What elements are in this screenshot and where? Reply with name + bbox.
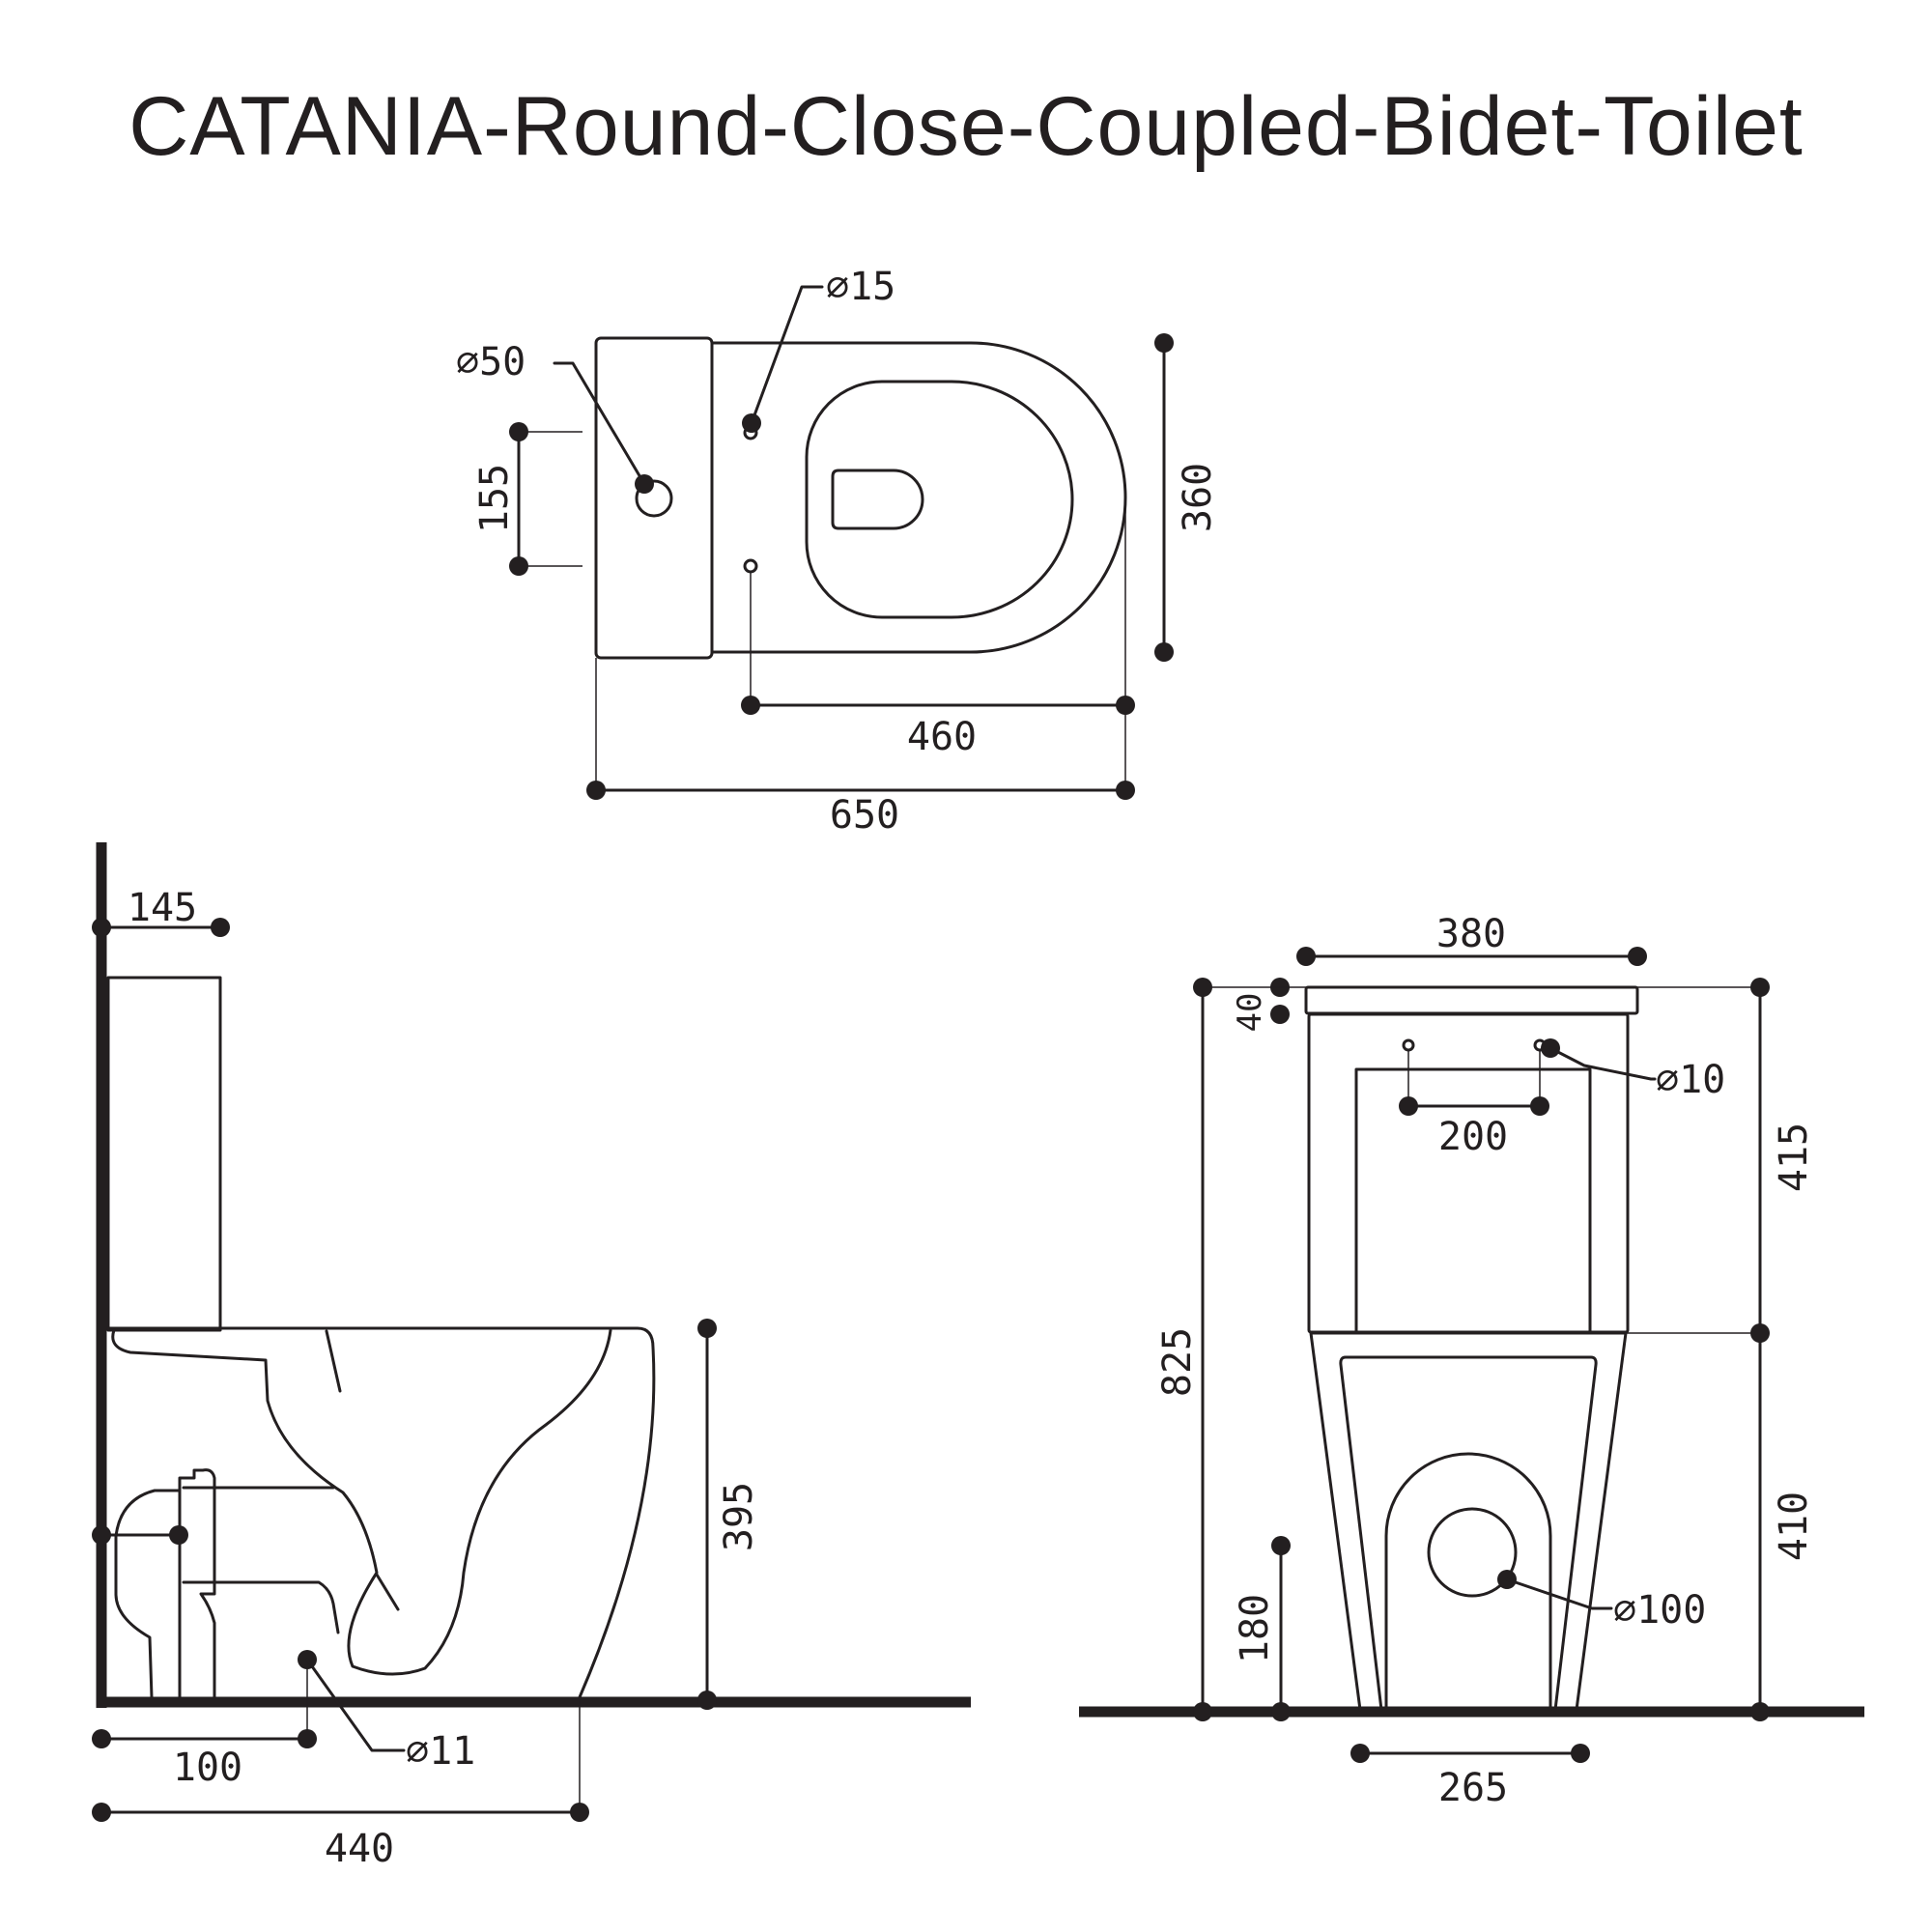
pan-front-inner — [1339, 1355, 1598, 1712]
waste-arch — [1384, 1452, 1552, 1712]
dim-label-265: 265 — [1438, 1766, 1508, 1810]
dia-label-50: ∅50 — [456, 340, 526, 384]
lid-button-hole-left — [1402, 1038, 1415, 1052]
seat-opening — [805, 380, 1074, 619]
dim-label-180: 180 — [1233, 1594, 1277, 1663]
waste-outlet — [1427, 1507, 1518, 1598]
dim-label-360: 360 — [1176, 463, 1220, 532]
dia-label-11: ∅11 — [406, 1729, 475, 1774]
dim-label-380: 380 — [1436, 912, 1506, 956]
cistern-outline-top — [594, 336, 714, 660]
pan-inner-trap-side — [111, 1328, 612, 1676]
dim-label-410: 410 — [1772, 1492, 1816, 1561]
dim-label-155: 155 — [472, 464, 517, 533]
dia-label-10: ∅10 — [1656, 1058, 1725, 1102]
seat-fixing-hole-bottom — [743, 558, 758, 574]
dim-label-825: 825 — [1155, 1327, 1200, 1397]
dia-label-100: ∅100 — [1613, 1588, 1706, 1633]
cistern-side — [106, 976, 222, 1332]
pan-outline-top — [710, 341, 1127, 654]
bidet-spout-recess — [831, 469, 924, 530]
dim-label-145: 145 — [128, 886, 197, 930]
bidet-supply-pipe — [178, 1468, 216, 1699]
front-view: 380 40 200 ∅10 415 410 825 — [1079, 912, 1864, 1810]
dia-label-15: ∅15 — [826, 265, 895, 309]
dim-label-460: 460 — [907, 715, 977, 759]
dim-label-100: 100 — [173, 1746, 242, 1790]
dim-label-415: 415 — [1772, 1122, 1816, 1192]
dim-label-650: 650 — [830, 793, 899, 838]
dim-label-440: 440 — [325, 1827, 394, 1871]
drawing-title: CATANIA-Round-Close-Coupled-Bidet-Toilet — [128, 80, 1804, 173]
top-view: 155 360 460 650 ∅50 ∅15 — [456, 265, 1220, 838]
dim-label-40: 40 — [1231, 993, 1269, 1033]
cistern-inner-panel — [1354, 1067, 1592, 1333]
dim-label-395: 395 — [717, 1482, 761, 1551]
side-view: 145 395 100 ∅11 440 — [92, 842, 971, 1871]
flush-hole-top — [635, 479, 673, 518]
dim-label-200: 200 — [1438, 1115, 1508, 1159]
pan-outer-side — [106, 1326, 656, 1699]
bidet-valve-side — [114, 1489, 182, 1699]
cistern-lid-front — [1304, 985, 1639, 1015]
